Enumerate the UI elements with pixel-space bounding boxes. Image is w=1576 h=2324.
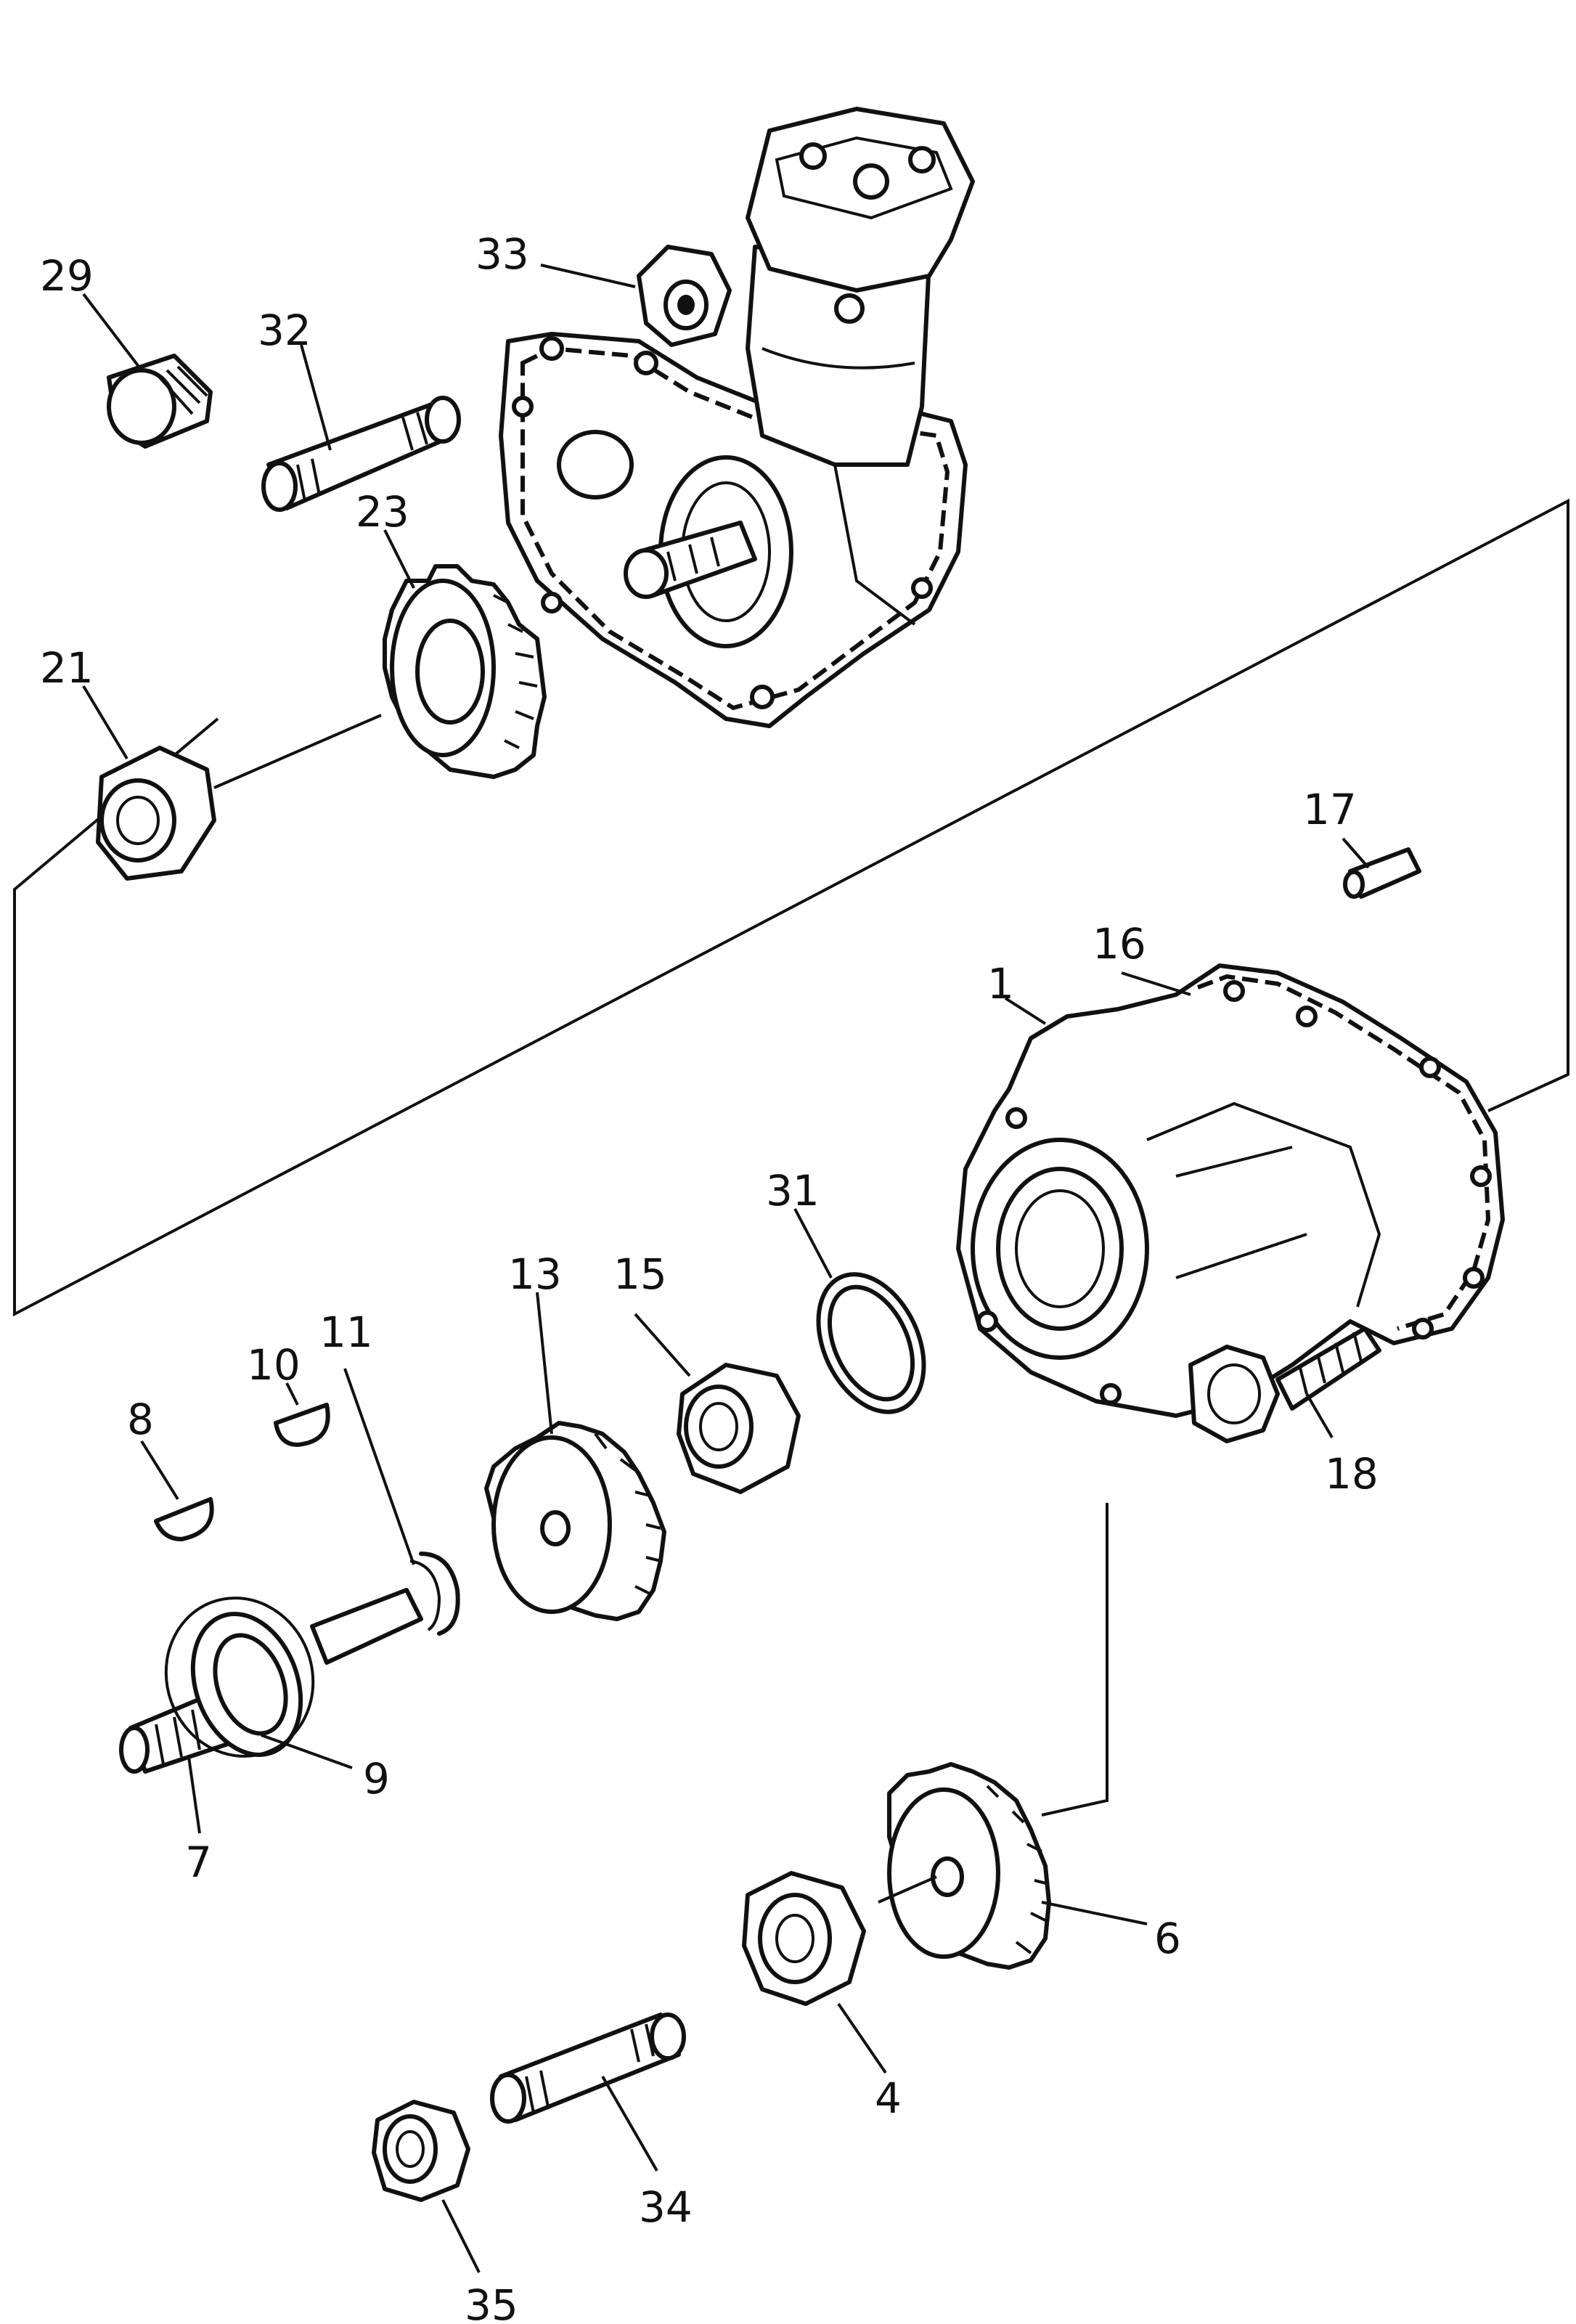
- part-23-gear: [383, 564, 547, 779]
- label-31: 31: [766, 1166, 820, 1215]
- label-6: 6: [1154, 1914, 1181, 1963]
- label-16: 16: [1093, 919, 1146, 969]
- label-1: 1: [987, 959, 1014, 1008]
- part-6-gear: [887, 1762, 1051, 1970]
- part-34-stud: [490, 2013, 686, 2124]
- part-1-housing: [956, 963, 1505, 1418]
- label-29: 29: [40, 251, 94, 301]
- part-29-plug: [107, 354, 213, 449]
- label-32: 32: [258, 306, 311, 355]
- part-9-bearing: [164, 1597, 315, 1758]
- label-23: 23: [356, 487, 409, 537]
- label-10: 10: [247, 1340, 301, 1390]
- label-34: 34: [639, 2182, 693, 2232]
- air-compressor-assembly: [499, 107, 975, 728]
- label-9: 9: [363, 1754, 390, 1803]
- upper-assembly-frame: [13, 498, 1569, 1317]
- part-18-bolt: [1188, 1326, 1381, 1443]
- part-17-pin: [1343, 847, 1421, 899]
- part-21-nut: [96, 746, 216, 881]
- part-10-key: [274, 1403, 330, 1447]
- label-7: 7: [185, 1838, 212, 1887]
- label-35: 35: [465, 2280, 518, 2324]
- part-11-snap-ring: [409, 1552, 460, 1636]
- part-31-o-ring: [816, 1272, 926, 1414]
- leader-lines: [82, 264, 1370, 2273]
- part-4-nut: [742, 1871, 866, 2006]
- label-17: 17: [1303, 785, 1357, 834]
- part-33-nut: [637, 245, 732, 347]
- part-8-key: [154, 1497, 214, 1541]
- shaft-line-lower: [878, 1875, 937, 1904]
- label-15: 15: [613, 1249, 667, 1299]
- shaft-line-upper: [213, 714, 382, 789]
- label-21: 21: [40, 643, 94, 693]
- lower-assembly-frame: [1041, 1503, 1108, 1817]
- label-11: 11: [319, 1308, 373, 1357]
- label-8: 8: [127, 1395, 154, 1444]
- callout-labels: 33 29 32 23 21 17 16 1 31 15 13 11 10 8 …: [40, 229, 1379, 2324]
- part-15-nut: [677, 1363, 801, 1494]
- part-13-gear: [484, 1421, 666, 1621]
- label-33: 33: [475, 229, 529, 279]
- label-18: 18: [1325, 1449, 1379, 1499]
- label-13: 13: [508, 1249, 562, 1299]
- part-35-nut: [372, 2100, 470, 2202]
- label-4: 4: [875, 2074, 902, 2123]
- part-32-stud: [261, 396, 461, 512]
